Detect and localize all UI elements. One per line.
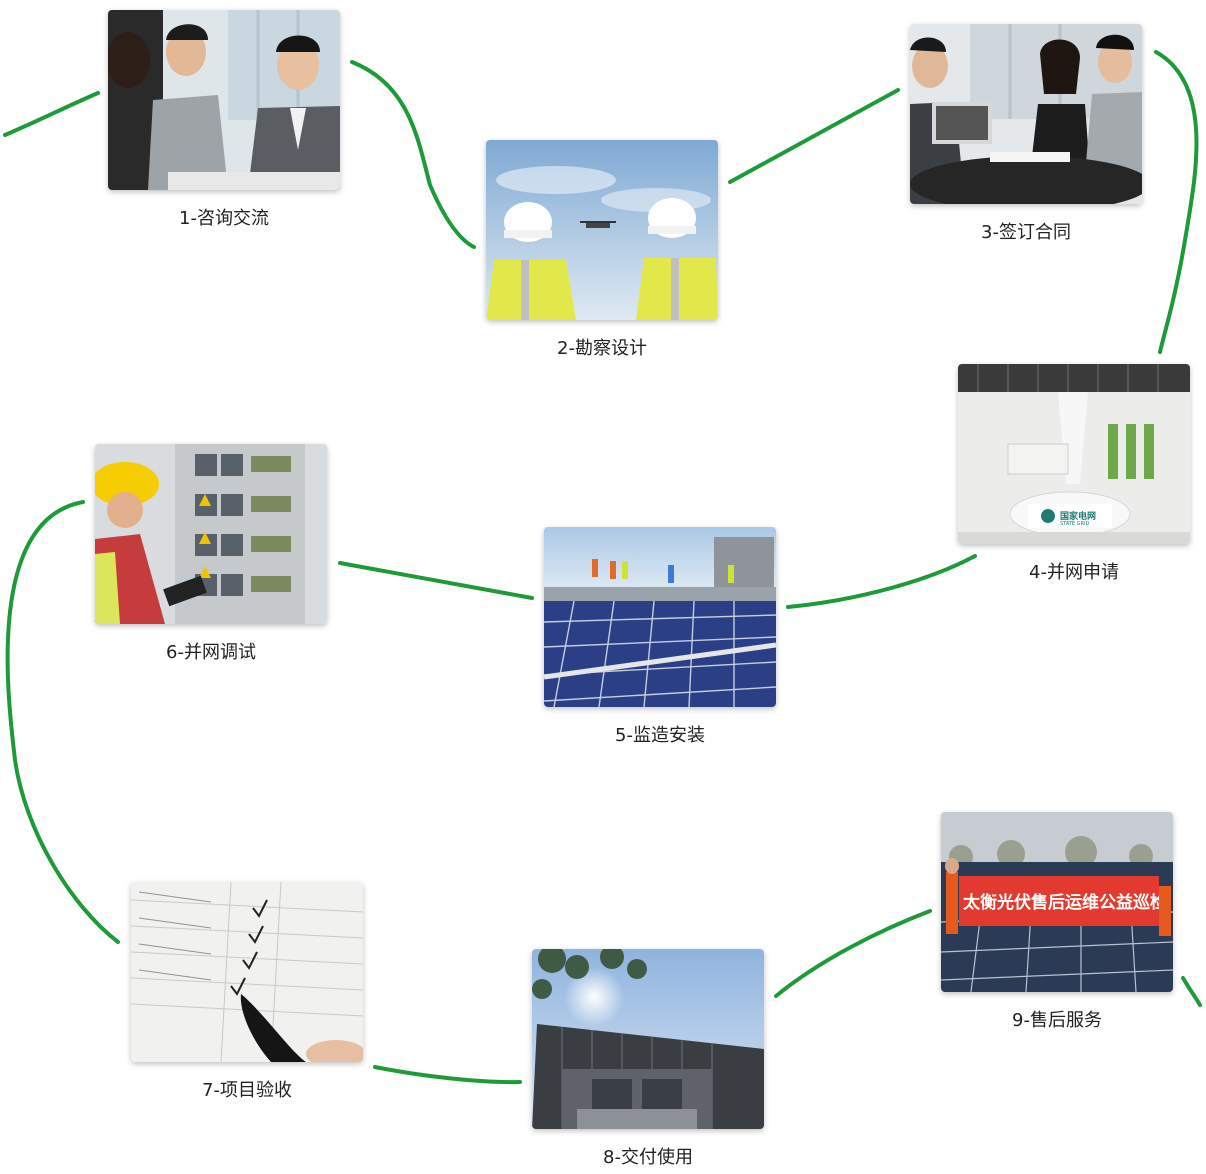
connector-3-4: [1154, 50, 1199, 354]
site-survey-drone-photo: [486, 140, 718, 320]
step-label: 3-签订合同: [981, 222, 1071, 243]
connector-8-9: [774, 909, 932, 998]
step-6: 6-并网调试: [95, 444, 327, 664]
state-grid-hall-photo: 国家电网 STATE GRID: [958, 364, 1190, 544]
inspection-checklist-photo: [131, 882, 363, 1062]
connector-5-6: [338, 561, 534, 600]
grid-logo-en-text: STATE GRID: [1060, 521, 1090, 527]
connector-start: [3, 91, 100, 137]
step-4: 国家电网 STATE GRID 4-并网申请: [958, 364, 1190, 584]
step-2: 2-勘察设计: [486, 140, 718, 360]
step-label: 4-并网申请: [1029, 562, 1119, 583]
contract-signing-photo: [910, 24, 1142, 204]
step-label: 1-咨询交流: [179, 208, 269, 229]
connector-9-end: [1181, 976, 1202, 1007]
step-8: 8-交付使用: [532, 949, 764, 1169]
step-label: 9-售后服务: [1012, 1010, 1102, 1031]
step-label: 2-勘察设计: [557, 338, 647, 359]
step-label: 8-交付使用: [603, 1147, 693, 1168]
connector-4-5: [786, 554, 977, 609]
step-9: 太衡光伏售后运维公益巡检 9-售后服务: [941, 812, 1173, 1032]
step-5: 5-监造安装: [544, 527, 776, 747]
step-3: 3-签订合同: [910, 24, 1142, 244]
step-label: 7-项目验收: [202, 1080, 292, 1101]
business-meeting-photo: [108, 10, 340, 190]
after-sales-banner-photo: 太衡光伏售后运维公益巡检: [941, 812, 1173, 992]
connector-2-3: [728, 88, 900, 184]
electrical-cabinet-testing-photo: [95, 444, 327, 624]
banner-text: 太衡光伏售后运维公益巡检: [963, 893, 1159, 913]
connector-6-7: [5, 500, 120, 944]
step-7: 7-项目验收: [131, 882, 363, 1102]
connector-7-8: [373, 1065, 522, 1085]
solar-panel-installation-photo: [544, 527, 776, 707]
rooftop-solar-house-photo: [532, 949, 764, 1129]
step-label: 6-并网调试: [166, 642, 256, 663]
grid-logo-text: 国家电网: [1060, 512, 1097, 522]
connector-1-2: [350, 60, 476, 249]
step-label: 5-监造安装: [615, 725, 705, 746]
step-1: 1-咨询交流: [108, 10, 340, 230]
